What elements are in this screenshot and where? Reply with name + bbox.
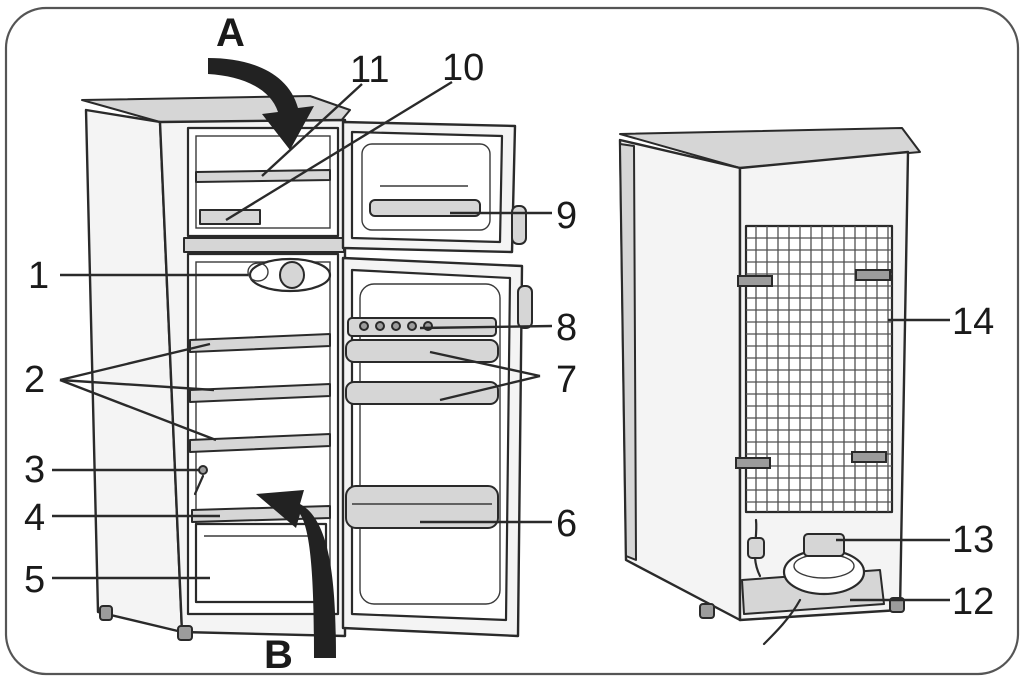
label-b: B [264, 633, 293, 677]
drier-filter [747, 537, 765, 559]
callout-labels: A B 1 2 3 4 5 6 7 8 9 10 11 12 13 14 [24, 11, 994, 677]
bracket-tr [855, 269, 891, 281]
fridge-door-hinge [517, 285, 533, 329]
label-7: 7 [556, 359, 577, 401]
door-shelf-upper [345, 339, 499, 363]
label-14: 14 [952, 301, 994, 343]
label-1: 1 [28, 255, 49, 297]
label-4: 4 [24, 497, 45, 539]
door-shelf-middle [345, 381, 499, 405]
fridge-shelf-2 [189, 383, 331, 403]
power-cord [762, 598, 802, 646]
thermostat-knob [279, 261, 305, 289]
bracket-br [851, 451, 887, 463]
label-11: 11 [350, 49, 389, 91]
drain-channel [193, 474, 205, 496]
label-3: 3 [24, 449, 45, 491]
relay-box [803, 533, 845, 557]
compartment-divider [183, 237, 345, 253]
rear-door-edge [619, 143, 637, 561]
fridge-rear-view [618, 127, 921, 646]
label-10: 10 [442, 47, 484, 89]
foot-front-right [177, 625, 193, 641]
label-6: 6 [556, 503, 577, 545]
freezer-door-inner [350, 130, 504, 244]
label-a: A [216, 11, 245, 55]
lamp-cover [247, 262, 269, 282]
label-9: 9 [556, 195, 577, 237]
freezer-door-liner [361, 143, 491, 231]
label-8: 8 [556, 307, 577, 349]
airflow-arrow-b [256, 490, 336, 658]
airflow-arrow-a [208, 58, 314, 150]
leader-lines [52, 80, 950, 602]
condenser [744, 224, 894, 514]
foot-front-left [99, 605, 113, 621]
label-13: 13 [952, 519, 994, 561]
freezer-door-hinge [511, 205, 527, 245]
rear-side-panel [618, 138, 742, 622]
bracket-bl [735, 457, 771, 469]
bottle-shelf [345, 485, 499, 529]
rear-foot-left [699, 603, 715, 619]
drain-hole [198, 465, 208, 475]
fridge-shelf-3 [189, 433, 331, 453]
crisper-drawer [194, 522, 328, 604]
fridge-front-view [81, 58, 533, 658]
label-12: 12 [952, 581, 994, 623]
fridge-door-liner [359, 283, 501, 605]
label-5: 5 [24, 559, 45, 601]
bracket-tl [737, 275, 773, 287]
label-2: 2 [24, 359, 45, 401]
rear-foot-right [889, 597, 905, 613]
